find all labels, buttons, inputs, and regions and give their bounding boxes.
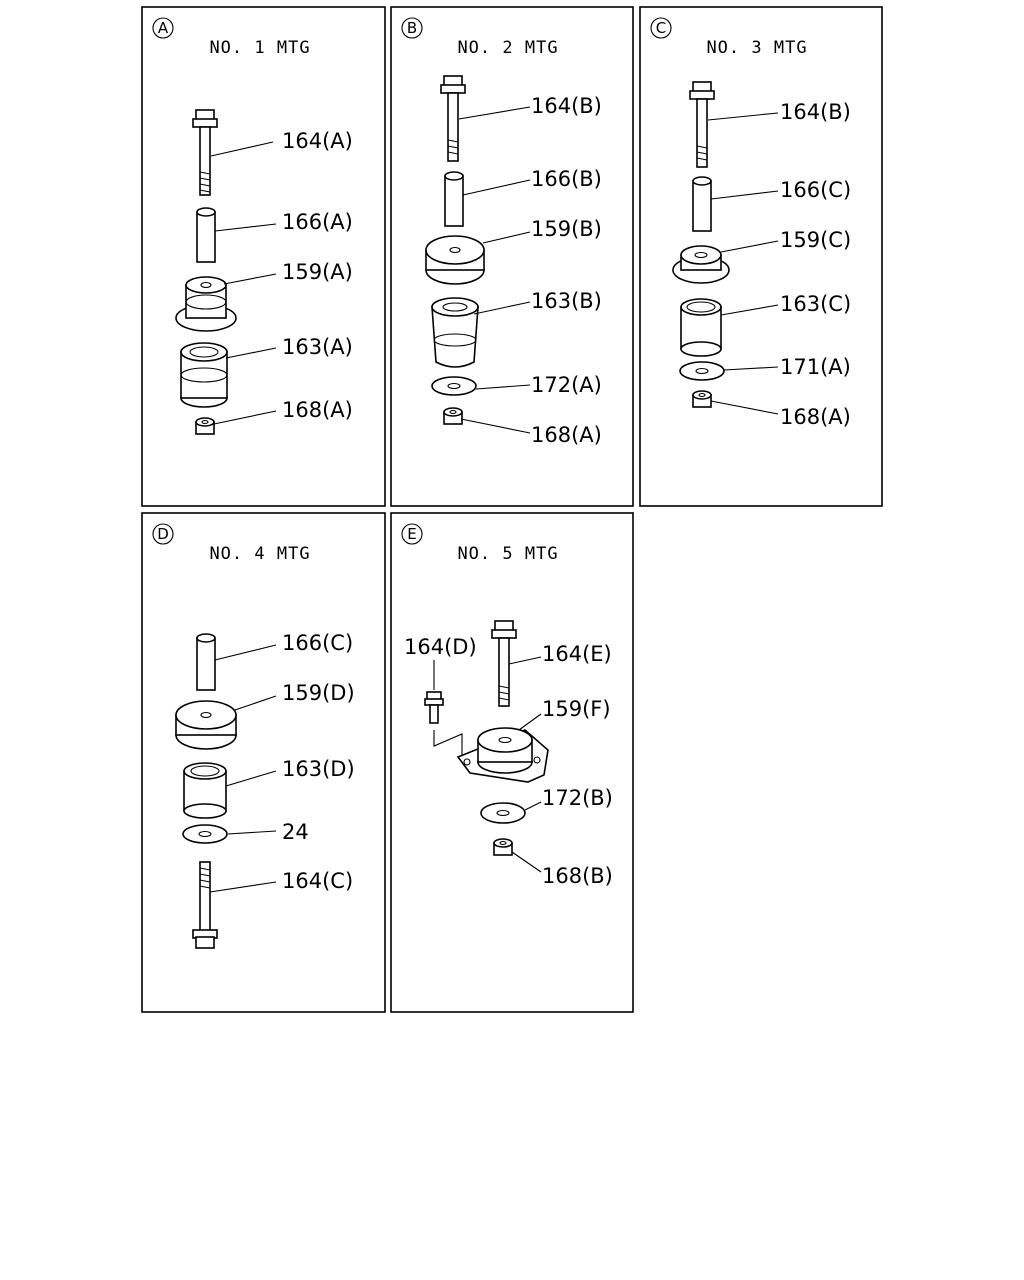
label-159b: 159(B)	[531, 217, 602, 241]
label-163c: 163(C)	[780, 292, 851, 316]
panel-c-letter-circle	[650, 17, 672, 39]
sleeve-166a	[196, 207, 216, 263]
bolt-164c	[192, 861, 218, 949]
panel-a-letter-circle	[152, 17, 174, 39]
sleeve-166b	[444, 171, 464, 227]
label-159c: 159(C)	[780, 228, 851, 252]
panel-e: E NO. 5 MTG	[390, 512, 634, 1013]
panel-a-title: NO. 1 MTG	[209, 38, 310, 58]
label-164b-c: 164(B)	[780, 100, 851, 124]
panel-b-letter: B	[407, 19, 417, 37]
panel-d-letter: D	[157, 525, 169, 543]
panel-b-frame	[390, 6, 634, 507]
label-172a: 172(A)	[531, 373, 602, 397]
label-164c: 164(C)	[282, 869, 353, 893]
cushion-163b	[431, 297, 479, 368]
washer-171a	[679, 361, 725, 381]
cushion-163a	[180, 342, 228, 408]
bolt-164d	[424, 691, 444, 724]
label-166c: 166(C)	[780, 178, 851, 202]
cushion-159a	[175, 276, 237, 332]
sleeve-166c	[692, 176, 712, 232]
cushion-159d	[175, 700, 237, 750]
panel-d: D NO. 4 MTG	[141, 512, 386, 1013]
panel-d-title: NO. 4 MTG	[209, 544, 310, 564]
panel-c-title: NO. 3 MTG	[706, 38, 807, 58]
bolt-164b	[440, 75, 466, 162]
panel-c: C NO. 3 MTG	[639, 6, 883, 507]
washer-172b	[480, 802, 526, 824]
panel-a: A NO. 1 MTG	[141, 6, 386, 507]
label-163d: 163(D)	[282, 757, 355, 781]
label-163a: 163(A)	[282, 335, 353, 359]
panel-c-frame	[639, 6, 883, 507]
panel-e-title: NO. 5 MTG	[457, 544, 558, 564]
label-159a: 159(A)	[282, 260, 353, 284]
cushion-159c	[672, 245, 730, 284]
panel-a-letter: A	[158, 19, 169, 37]
bolt-164a	[192, 109, 218, 196]
label-172b: 172(B)	[542, 786, 613, 810]
panel-c-letter: C	[656, 19, 666, 37]
label-171a: 171(A)	[780, 355, 851, 379]
panel-e-letter: E	[407, 525, 416, 543]
label-166c-d: 166(C)	[282, 631, 353, 655]
panel-e-letter-circle	[401, 523, 423, 545]
cushion-159b	[425, 235, 485, 285]
label-168b: 168(B)	[542, 864, 613, 888]
nut-168b	[493, 838, 513, 856]
panel-a-frame	[141, 6, 386, 507]
panel-e-frame	[390, 512, 634, 1013]
sleeve-166c-d	[196, 633, 216, 691]
label-168a-b: 168(A)	[531, 423, 602, 447]
label-164b: 164(B)	[531, 94, 602, 118]
label-159f: 159(F)	[542, 697, 611, 721]
bolt-164b-c	[689, 81, 715, 168]
label-166a: 166(A)	[282, 210, 353, 234]
label-24: 24	[282, 820, 309, 844]
label-168a-c: 168(A)	[780, 405, 851, 429]
cushion-159f	[456, 727, 549, 783]
panel-d-frame	[141, 512, 386, 1013]
label-164d: 164(D)	[404, 635, 477, 659]
panel-b-letter-circle	[401, 17, 423, 39]
panel-b-title: NO. 2 MTG	[457, 38, 558, 58]
label-159d: 159(D)	[282, 681, 355, 705]
panel-b: B NO. 2 MTG	[390, 6, 634, 507]
label-164e: 164(E)	[542, 642, 612, 666]
label-163b: 163(B)	[531, 289, 602, 313]
cushion-163d	[183, 762, 227, 819]
washer-24	[182, 824, 228, 844]
label-168a: 168(A)	[282, 398, 353, 422]
cushion-163c	[680, 298, 722, 357]
nut-168a-b	[443, 407, 463, 425]
label-164a: 164(A)	[282, 129, 353, 153]
assembly-guide-line	[433, 730, 463, 760]
washer-172a	[431, 376, 477, 396]
bolt-164e	[491, 620, 517, 707]
nut-168a	[195, 417, 215, 435]
label-166b: 166(B)	[531, 167, 602, 191]
panel-d-letter-circle	[152, 523, 174, 545]
nut-168a-c	[692, 390, 712, 408]
